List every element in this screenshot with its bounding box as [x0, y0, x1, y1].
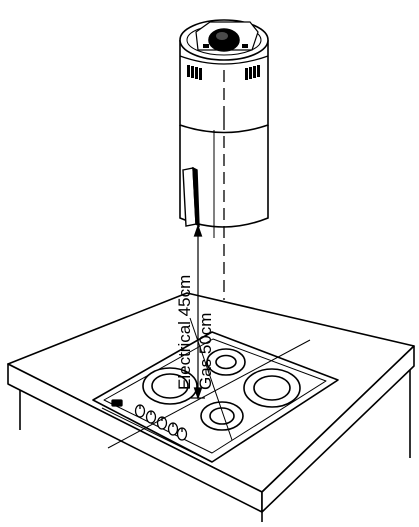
label-gas-clearance: Gas 50cm	[196, 313, 215, 390]
hob-centre-lines	[107, 317, 311, 449]
hob-control-knobs	[111, 399, 188, 441]
knob-1	[134, 404, 146, 418]
hotplates	[142, 348, 301, 431]
hob	[92, 331, 339, 463]
knob-2	[145, 410, 157, 424]
vent-grille-left	[187, 65, 202, 80]
indicator-lights	[111, 399, 123, 407]
hotplate-right-large	[243, 368, 301, 408]
hotplate-front-left-large	[142, 367, 198, 405]
dimension-arrow-bottom	[193, 387, 203, 400]
knob-4	[167, 422, 179, 436]
label-electrical-clearance: Electrical 45cm	[175, 275, 194, 390]
knob-5	[176, 427, 188, 441]
hood-control-panel	[182, 166, 200, 228]
dimension-arrow-top	[193, 224, 203, 237]
chimney-hood	[179, 19, 269, 228]
hood-chimney	[179, 40, 269, 134]
cabinet-legs	[19, 370, 411, 522]
clearance-dimension	[191, 224, 205, 400]
vent-grille-right	[245, 65, 260, 80]
hotplate-rear-left	[206, 348, 246, 376]
hotplate-front-small	[200, 401, 244, 431]
